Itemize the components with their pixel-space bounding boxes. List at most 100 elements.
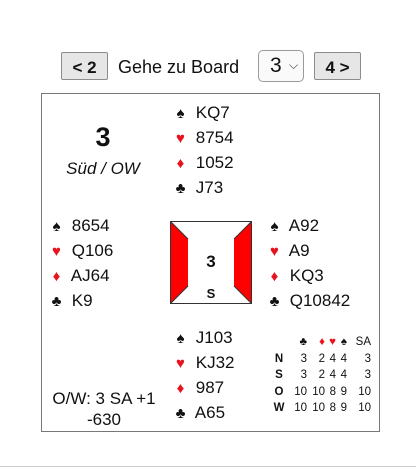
north-hearts: ♥ 8754 (170, 125, 234, 150)
east-hearts-cards: A9 (288, 241, 310, 260)
east-diamonds: ♦ KQ3 (264, 263, 350, 288)
south-diamonds: ♦ 987 (170, 375, 234, 400)
spade-icon: ♠ (52, 218, 61, 235)
east-spades: ♠ A92 (264, 213, 350, 238)
board-select-value: 3 (270, 54, 282, 77)
next-board-button[interactable]: 4 > (314, 52, 361, 80)
trick-cell: 8 (329, 402, 336, 415)
seat-label: N (274, 352, 284, 365)
goto-board-label: Gehe zu Board (118, 57, 240, 77)
south-spades: ♠ J103 (170, 325, 234, 350)
trick-cell: 2 (318, 352, 325, 365)
trick-cell: 10 (358, 385, 371, 398)
diamond-icon: ♦ (319, 336, 325, 349)
table-row: N 3 2 4 4 3 (271, 351, 371, 368)
trick-cell: 4 (340, 352, 347, 365)
board-select[interactable]: 3 ⌵ (258, 50, 304, 82)
east-spades-cards: A92 (288, 216, 320, 235)
south-diamonds-cards: 987 (195, 378, 225, 397)
north-clubs-cards: J73 (195, 178, 224, 197)
trick-cell: 3 (300, 352, 307, 365)
south-spades-cards: J103 (195, 328, 233, 347)
south-hearts-cards: KJ32 (195, 353, 235, 372)
club-icon: ♣ (51, 293, 62, 310)
west-hearts: ♥ Q106 (46, 238, 113, 263)
seat-label: W (273, 402, 285, 415)
north-diamonds-cards: 1052 (195, 153, 234, 172)
trick-cell: 4 (340, 369, 347, 382)
north-spades: ♠ KQ7 (170, 100, 234, 125)
board-number: 3 (95, 122, 111, 152)
north-spades-cards: KQ7 (195, 103, 230, 122)
west-clubs: ♣ K9 (46, 288, 113, 313)
trick-cell: 8 (329, 385, 336, 398)
west-hand: ♠ 8654 ♥ Q106 ♦ AJ64 ♣ K9 (46, 213, 114, 313)
contract-text: O/W: 3 SA +1 (52, 389, 156, 408)
east-hearts: ♥ A9 (264, 238, 350, 263)
makeable-tricks-table: ♣ ♦ ♥ ♠ SA N 3 2 4 4 3 S 3 2 4 4 3 O 10 … (271, 334, 371, 417)
compass-box: 3 S (170, 221, 252, 304)
board-navigation: < 2 Gehe zu Board 3 ⌵ 4 > (0, 50, 416, 84)
diamond-icon: ♦ (176, 380, 185, 397)
club-icon: ♣ (269, 293, 280, 310)
board-diagram (41, 93, 380, 432)
spade-icon: ♠ (176, 330, 185, 347)
trick-cell: 4 (329, 352, 336, 365)
dealer-vulnerability: Süd / OW (66, 159, 140, 178)
spade-icon: ♠ (270, 218, 279, 235)
north-diamonds: ♦ 1052 (170, 150, 234, 175)
spade-icon: ♠ (176, 105, 185, 122)
club-icon: ♣ (175, 405, 186, 422)
seat-label: S (275, 369, 283, 382)
trick-cell: 9 (340, 402, 347, 415)
bottom-divider (0, 466, 416, 467)
club-icon: ♣ (175, 180, 186, 197)
table-row: W 10 10 8 9 10 (271, 400, 371, 417)
east-vulnerable-marker (234, 222, 251, 303)
trick-cell: 4 (329, 369, 336, 382)
diamond-icon: ♦ (52, 268, 61, 285)
contract-result: O/W: 3 SA +1 -630 (48, 388, 160, 430)
table-row: O 10 10 8 9 10 (271, 384, 371, 401)
trick-cell: 2 (318, 369, 325, 382)
west-diamonds-cards: AJ64 (70, 266, 110, 285)
south-clubs: ♣ A65 (170, 400, 234, 425)
trick-cell: 3 (364, 352, 371, 365)
contract-score: -630 (86, 410, 122, 429)
north-clubs: ♣ J73 (170, 175, 234, 200)
west-spades: ♠ 8654 (46, 213, 113, 238)
trick-cell: 10 (312, 402, 325, 415)
trick-cell: 10 (294, 385, 307, 398)
tricks-header-row: ♣ ♦ ♥ ♠ SA (271, 334, 371, 351)
club-icon: ♣ (299, 336, 307, 349)
trick-cell: 10 (294, 402, 307, 415)
heart-icon: ♥ (270, 243, 279, 260)
west-diamonds: ♦ AJ64 (46, 263, 113, 288)
trick-cell: 10 (358, 402, 371, 415)
west-spades-cards: 8654 (71, 216, 110, 235)
north-hand: ♠ KQ7 ♥ 8754 ♦ 1052 ♣ J73 (170, 100, 234, 200)
trick-cell: 3 (364, 369, 371, 382)
trick-cell: 3 (300, 369, 307, 382)
previous-board-button[interactable]: < 2 (61, 52, 108, 80)
east-hand: ♠ A92 ♥ A9 ♦ KQ3 ♣ Q10842 (264, 213, 351, 313)
diamond-icon: ♦ (176, 155, 185, 172)
heart-icon: ♥ (176, 355, 185, 372)
heart-icon: ♥ (176, 130, 185, 147)
trick-cell: 9 (340, 385, 347, 398)
west-clubs-cards: K9 (71, 291, 93, 310)
east-diamonds-cards: KQ3 (289, 266, 324, 285)
table-row: S 3 2 4 4 3 (271, 367, 371, 384)
west-hearts-cards: Q106 (71, 241, 114, 260)
spade-icon: ♠ (340, 336, 347, 349)
east-clubs: ♣ Q10842 (264, 288, 351, 313)
west-vulnerable-marker (171, 222, 188, 303)
south-hearts: ♥ KJ32 (170, 350, 234, 375)
south-clubs-cards: A65 (194, 403, 226, 422)
chevron-down-icon: ⌵ (289, 58, 299, 72)
compass-dealer-label: S (206, 286, 216, 301)
south-hand: ♠ J103 ♥ KJ32 ♦ 987 ♣ A65 (170, 325, 235, 425)
diamond-icon: ♦ (270, 268, 279, 285)
north-hearts-cards: 8754 (195, 128, 234, 147)
seat-label: O (274, 385, 284, 398)
